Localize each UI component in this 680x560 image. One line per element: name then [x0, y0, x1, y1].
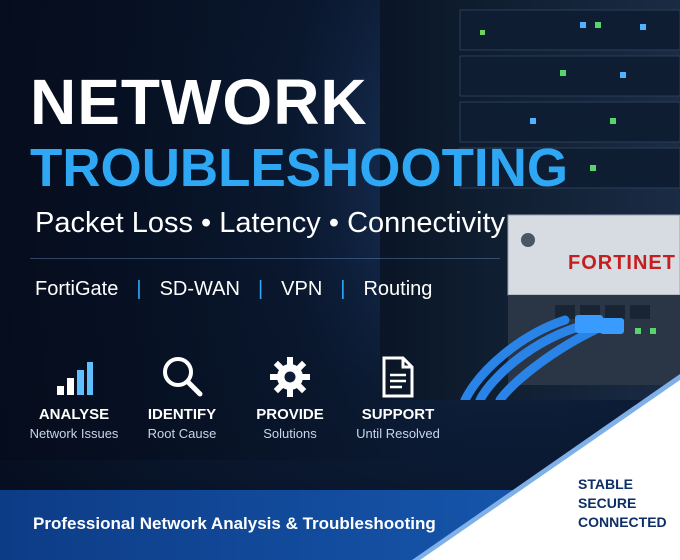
badge-stable: STABLE	[578, 476, 633, 492]
separator: |	[136, 278, 142, 300]
feature-support: SUPPORT Until Resolved	[344, 350, 452, 441]
tech-routing: Routing	[363, 278, 433, 300]
corner-panel	[420, 380, 680, 560]
gear-icon	[270, 357, 310, 397]
tagline: Professional Network Analysis & Troubles…	[33, 514, 436, 533]
status-badge: STABLE SECURE CONNECTED	[578, 475, 667, 532]
magnifier-icon	[163, 357, 203, 397]
divider	[30, 258, 500, 259]
feature-title: ANALYSE	[38, 406, 110, 423]
separator: |	[340, 278, 346, 300]
feature-title: SUPPORT	[361, 406, 435, 423]
feature-subtitle: Until Resolved	[356, 426, 440, 441]
tech-sd-wan: SD-WAN	[159, 278, 240, 300]
bar-chart-icon	[57, 362, 93, 395]
feature-identify: IDENTIFY Root Cause	[128, 350, 236, 441]
feature-subtitle: Network Issues	[29, 426, 119, 441]
title-line-1: NETWORK	[30, 66, 368, 138]
feature-analyse: ANALYSE Network Issues	[20, 350, 128, 441]
feature-provide: PROVIDE Solutions	[236, 350, 344, 441]
document-icon	[382, 356, 414, 398]
feature-subtitle: Root Cause	[147, 426, 217, 441]
feature-title: PROVIDE	[256, 406, 324, 423]
tech-vpn: VPN	[281, 278, 323, 300]
tech-fortigate: FortiGate	[35, 278, 119, 300]
title-line-2: TROUBLESHOOTING	[30, 138, 569, 198]
feature-title: IDENTIFY	[147, 406, 217, 423]
badge-connected: CONNECTED	[578, 514, 667, 530]
server-rack-image	[380, 0, 680, 400]
feature-subtitle: Solutions	[263, 426, 317, 441]
technology-list: FortiGate | SD-WAN | VPN | Routing	[35, 278, 432, 301]
separator: |	[257, 278, 264, 300]
feature-list: ANALYSE Network Issues IDENTIFY Root Cau…	[20, 350, 452, 441]
badge-secure: SECURE	[578, 495, 637, 511]
device-brand-label: FORTINET	[568, 252, 676, 274]
subtitle: Packet Loss • Latency • Connectivity	[35, 207, 506, 239]
